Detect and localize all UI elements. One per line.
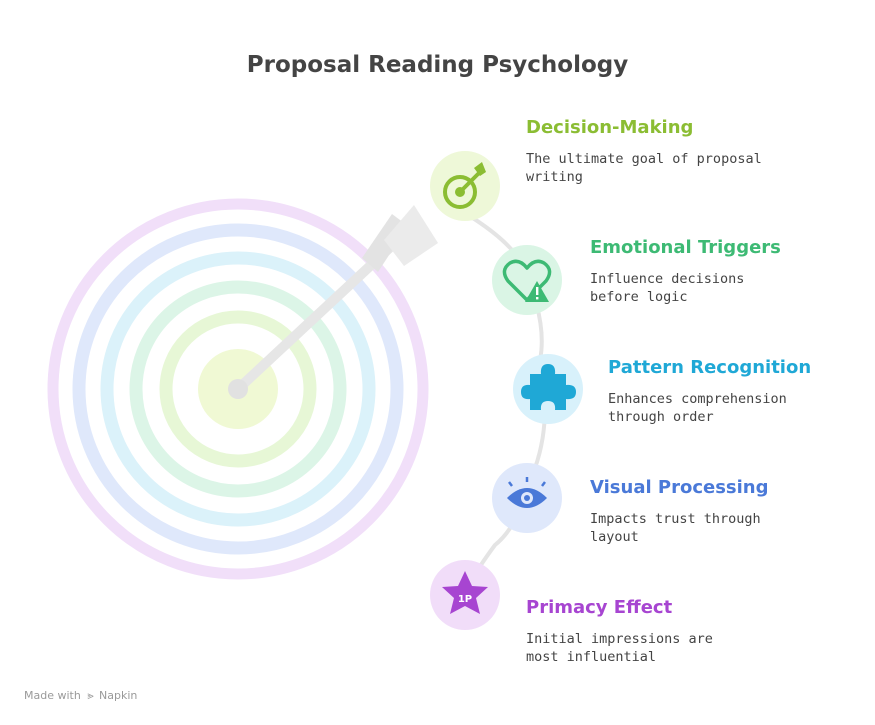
item-visual-processing: Visual Processing Impacts trust through … (590, 477, 770, 546)
item-title: Decision-Making (526, 117, 694, 138)
item-title: Primacy Effect (526, 597, 673, 618)
item-emotional-triggers: Emotional Triggers Influence decisions b… (590, 237, 790, 306)
napkin-logo-icon: ⪢ (87, 689, 94, 702)
item-description: Influence decisions before logic (590, 271, 745, 305)
heart-warning-icon (492, 245, 562, 315)
target-icon (430, 151, 500, 221)
star-badge-icon: 1P (430, 560, 500, 630)
footer-brand: Napkin (99, 689, 138, 702)
eye-icon (492, 463, 562, 533)
item-decision-making: Decision-Making The ultimate goal of pro… (526, 117, 766, 186)
target-rings (47, 198, 429, 580)
footer-credit: Made with ⪢ Napkin (24, 689, 137, 703)
item-title: Emotional Triggers (590, 237, 781, 258)
puzzle-piece-icon (513, 354, 583, 424)
page-title: Proposal Reading Psychology (246, 52, 629, 78)
arrow-graphic (228, 205, 438, 399)
item-description: Impacts trust through layout (590, 511, 761, 545)
svg-text:1P: 1P (458, 594, 472, 605)
item-primacy-effect: Primacy Effect Initial impressions are m… (526, 597, 746, 666)
item-pattern-recognition: Pattern Recognition Enhances comprehensi… (608, 357, 811, 426)
footer-prefix: Made with (24, 689, 81, 702)
item-description: Enhances comprehension through order (608, 391, 787, 425)
item-description: The ultimate goal of proposal writing (526, 151, 762, 185)
item-title: Pattern Recognition (608, 357, 812, 378)
item-description: Initial impressions are most influential (526, 631, 713, 665)
item-title: Visual Processing (590, 477, 769, 498)
